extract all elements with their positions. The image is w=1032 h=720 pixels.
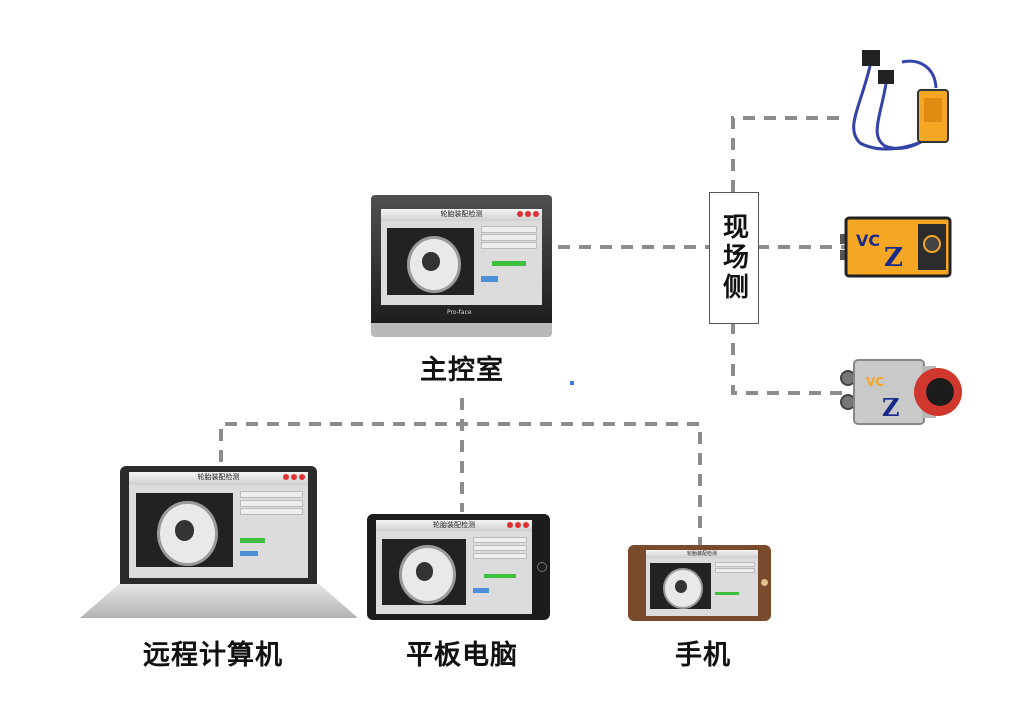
- field-to-camera3-line: [731, 322, 842, 395]
- field-side-label: 现场侧: [718, 213, 749, 303]
- panel-screen: 轮胎装配检测: [381, 209, 542, 305]
- laptop-icon: 轮胎装配检测: [120, 466, 317, 584]
- tablet-inspection-image: [382, 538, 467, 605]
- phone-inspection-image: [650, 563, 711, 610]
- field-to-camera1-line: [731, 116, 842, 192]
- svg-text:VC: VC: [866, 375, 884, 389]
- laptop-keyboard: [80, 584, 358, 618]
- phone-label: 手机: [675, 640, 731, 671]
- laptop-controls: [239, 491, 303, 572]
- pro-camera-icon: VC Z: [840, 359, 962, 425]
- tablet-icon: 轮胎装配检测: [367, 514, 550, 620]
- tablet-home-button: [537, 562, 547, 572]
- phone-controls: [715, 561, 755, 612]
- bus-line: [219, 422, 702, 545]
- phone-screen-title: 轮胎装配检测: [646, 550, 758, 558]
- tablet-screen-title: 轮胎装配检测: [376, 520, 532, 532]
- laptop-window-controls: [283, 474, 305, 480]
- svg-text:Z: Z: [884, 243, 903, 273]
- tablet-controls: [472, 536, 528, 608]
- smart-camera-icon: VC Z: [840, 216, 952, 278]
- laptop-inspection-image: [136, 493, 233, 568]
- svg-text:Z: Z: [882, 393, 900, 422]
- panel-logo: Pro-face: [447, 309, 472, 316]
- industrial-panel-icon: 轮胎装配检测 Pro-face: [371, 195, 552, 337]
- panel-window-controls: [517, 211, 539, 217]
- remote-computer-label: 远程计算机: [143, 640, 283, 671]
- laptop-screen-title: 轮胎装配检测: [129, 472, 308, 485]
- tablet-screen: 轮胎装配检测: [376, 520, 532, 614]
- phone-screen: 轮胎装配检测: [646, 550, 758, 616]
- phone-home-button: [761, 579, 768, 586]
- panel-controls: [480, 226, 538, 299]
- panel-inspection-image: [387, 228, 475, 296]
- phone-icon: 轮胎装配检测: [628, 545, 771, 621]
- tablet-window-controls: [507, 522, 529, 528]
- field-side-box: 现场侧: [709, 192, 759, 324]
- main-control-room-label: 主控室: [420, 355, 504, 386]
- svg-text:VC: VC: [856, 231, 880, 250]
- tablet-label: 平板电脑: [406, 640, 518, 671]
- camera-sensor-icon: [852, 50, 949, 151]
- blue-dot: [570, 381, 574, 385]
- panel-screen-title: 轮胎装配检测: [381, 209, 542, 221]
- laptop-screen: 轮胎装配检测: [129, 472, 308, 578]
